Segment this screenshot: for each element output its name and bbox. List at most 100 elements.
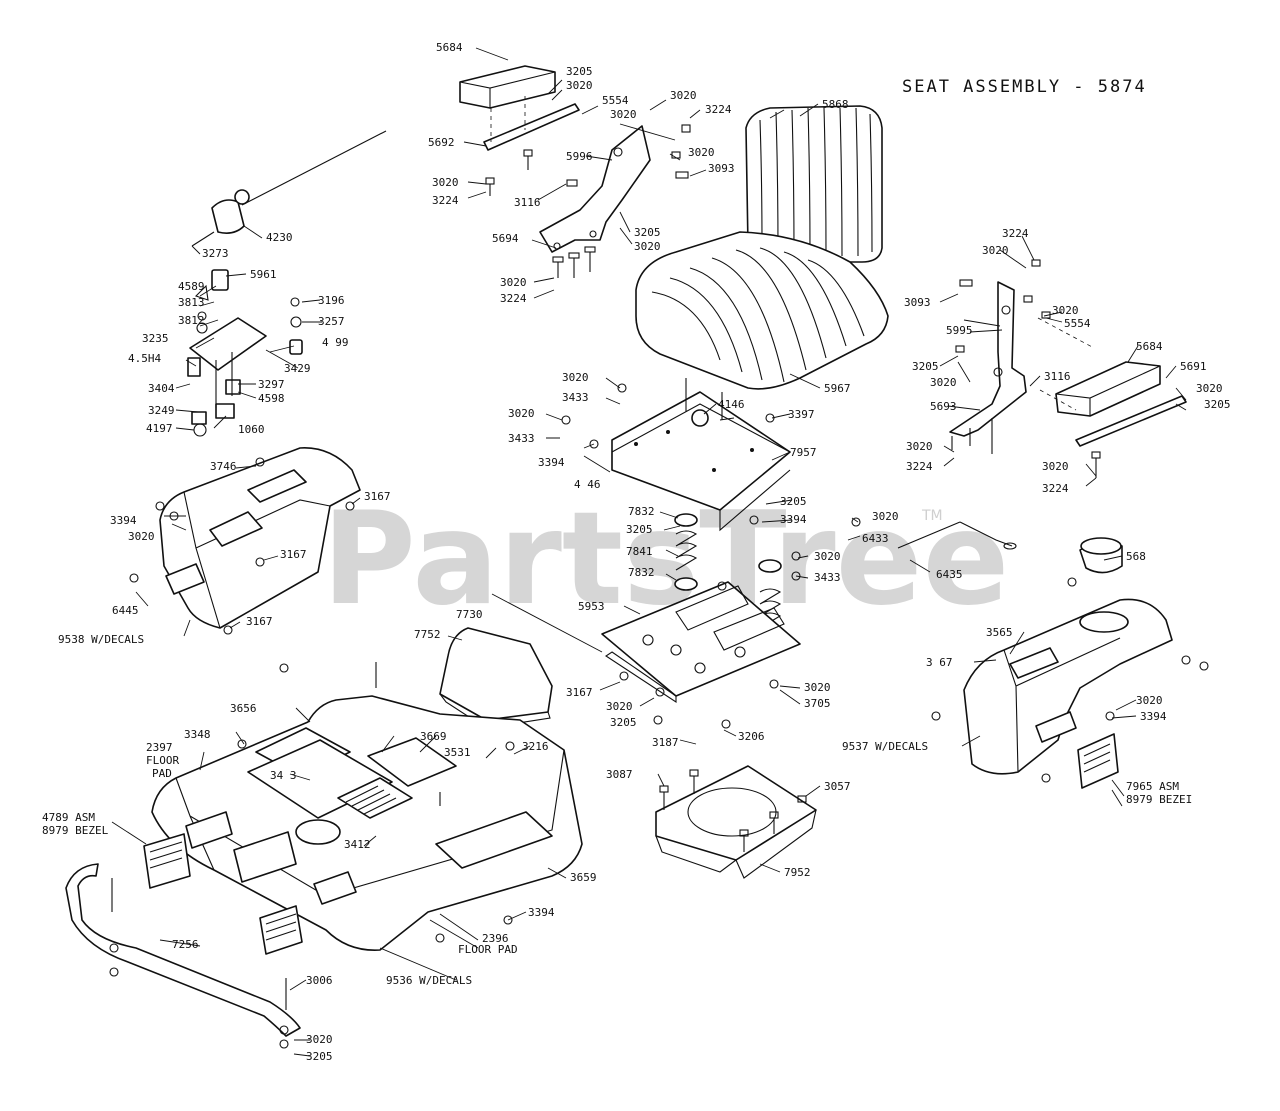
label-3020-c: 3020 [562, 371, 589, 384]
callout-labels: 5684 3205 3020 5554 3020 3224 3020 5692 … [42, 41, 1231, 1063]
label-3020: 3020 [670, 89, 697, 102]
label-6433: 6433 [862, 532, 889, 545]
label-3187: 3187 [652, 736, 679, 749]
label-3531: 3531 [444, 746, 471, 759]
label-floor: FLOOR [146, 754, 179, 767]
label-1060: 1060 [238, 423, 265, 436]
label-3020-r: 3020 [982, 244, 1009, 257]
label-7832-2: 7832 [628, 566, 655, 579]
label-3020: 3020 [500, 276, 527, 289]
adjust-rod [897, 521, 1013, 549]
label-4598: 4598 [258, 392, 285, 405]
label-3656: 3656 [230, 702, 257, 715]
label-3116-r: 3116 [1044, 370, 1071, 383]
label-4197: 4197 [146, 422, 173, 435]
label-5692: 5692 [428, 136, 455, 149]
label-3433-c3: 3433 [814, 571, 841, 584]
label-3659: 3659 [570, 871, 597, 884]
label-3205-b: 3205 [306, 1050, 333, 1063]
label-3020: 3020 [634, 240, 661, 253]
label-5953: 5953 [578, 600, 605, 613]
label-9536: 9536 W/DECALS [386, 974, 472, 987]
seat-bracket-left [539, 125, 651, 253]
label-5995: 5995 [946, 324, 973, 337]
label-3224: 3224 [432, 194, 459, 207]
label-3167-l3: 3167 [246, 615, 273, 628]
cushion-7752 [439, 627, 553, 721]
label-3433-c: 3433 [562, 391, 589, 404]
label-3020-l: 3020 [128, 530, 155, 543]
label-4789-asm: 4789 ASM [42, 811, 95, 824]
label-3224-r2: 3224 [906, 460, 933, 473]
label-3412: 3412 [344, 838, 371, 851]
label-3705: 3705 [804, 697, 831, 710]
label-3235: 3235 [142, 332, 169, 345]
label-5684-r: 5684 [1136, 340, 1163, 353]
cable-rod [241, 130, 387, 206]
switch-5961 [211, 269, 229, 291]
label-3020-r6: 3020 [1042, 460, 1069, 473]
label-3249: 3249 [148, 404, 175, 417]
label-3167-c2: 3167 [566, 686, 593, 699]
label-2396: 2396 [482, 932, 509, 945]
label-3020-b: 3020 [306, 1033, 333, 1046]
label-3020-c4: 3020 [814, 550, 841, 563]
dixon-badge [233, 831, 297, 883]
label-3167-l2: 3167 [280, 548, 307, 561]
label-3205-r2: 3205 [912, 360, 939, 373]
label-3224: 3224 [705, 103, 732, 116]
label-3205: 3205 [634, 226, 661, 239]
label-568: 568 [1126, 550, 1146, 563]
label-4-99: 4 99 [322, 336, 349, 349]
label-3257: 3257 [318, 315, 345, 328]
label-7965-asm: 7965 ASM [1126, 780, 1179, 793]
label-7952: 7952 [784, 866, 811, 879]
label-6435: 6435 [936, 568, 963, 581]
label-5554: 5554 [602, 94, 629, 107]
trademark-text: TM [921, 508, 943, 524]
label-3-67: 3 67 [926, 656, 953, 669]
label-3020-r2: 3020 [1052, 304, 1079, 317]
label-7957: 7957 [790, 446, 817, 459]
label-3020-r5: 3020 [906, 440, 933, 453]
label-3020: 3020 [610, 108, 637, 121]
label-3404: 3404 [148, 382, 175, 395]
label-3394-c: 3394 [538, 456, 565, 469]
label-3433-c2: 3433 [508, 432, 535, 445]
label-5961: 5961 [250, 268, 277, 281]
label-5967: 5967 [824, 382, 851, 395]
label-5868: 5868 [822, 98, 849, 111]
label-3057: 3057 [824, 780, 851, 793]
label-3093: 3093 [708, 162, 735, 175]
fender-left [159, 447, 361, 629]
switch-plate [189, 317, 267, 371]
label-9537: 9537 W/DECALS [842, 740, 928, 753]
label-4584: 4.5H4 [128, 352, 161, 365]
seat-bracket-right [949, 281, 1027, 437]
label-3397: 3397 [788, 408, 815, 421]
label-4589: 4589 [178, 280, 205, 293]
floor-pan [655, 765, 817, 861]
label-3669: 3669 [420, 730, 447, 743]
label-3297: 3297 [258, 378, 285, 391]
label-7256: 7256 [172, 938, 199, 951]
label-3394-r: 3394 [1140, 710, 1167, 723]
label-3167-c: 3205 [780, 495, 807, 508]
label-3205: 3205 [566, 65, 593, 78]
diagram-title: SEAT ASSEMBLY - 5874 [902, 77, 1147, 97]
label-3006: 3006 [306, 974, 333, 987]
label-3020-r4: 3020 [930, 376, 957, 389]
label-floor-pad: FLOOR PAD [458, 943, 518, 956]
label-4146: 4146 [718, 398, 745, 411]
label-3273: 3273 [202, 247, 229, 260]
label-3093-r: 3093 [904, 296, 931, 309]
bezel-center [259, 905, 303, 955]
slide-plate [601, 581, 801, 697]
bumper [65, 863, 301, 1037]
armrest-pad-right [1055, 361, 1161, 417]
label-5693: 5693 [930, 400, 957, 413]
label-3394-l: 3394 [110, 514, 137, 527]
label-3020-c3: 3020 [872, 510, 899, 523]
label-3167-l: 3167 [364, 490, 391, 503]
label-3565: 3565 [986, 626, 1013, 639]
